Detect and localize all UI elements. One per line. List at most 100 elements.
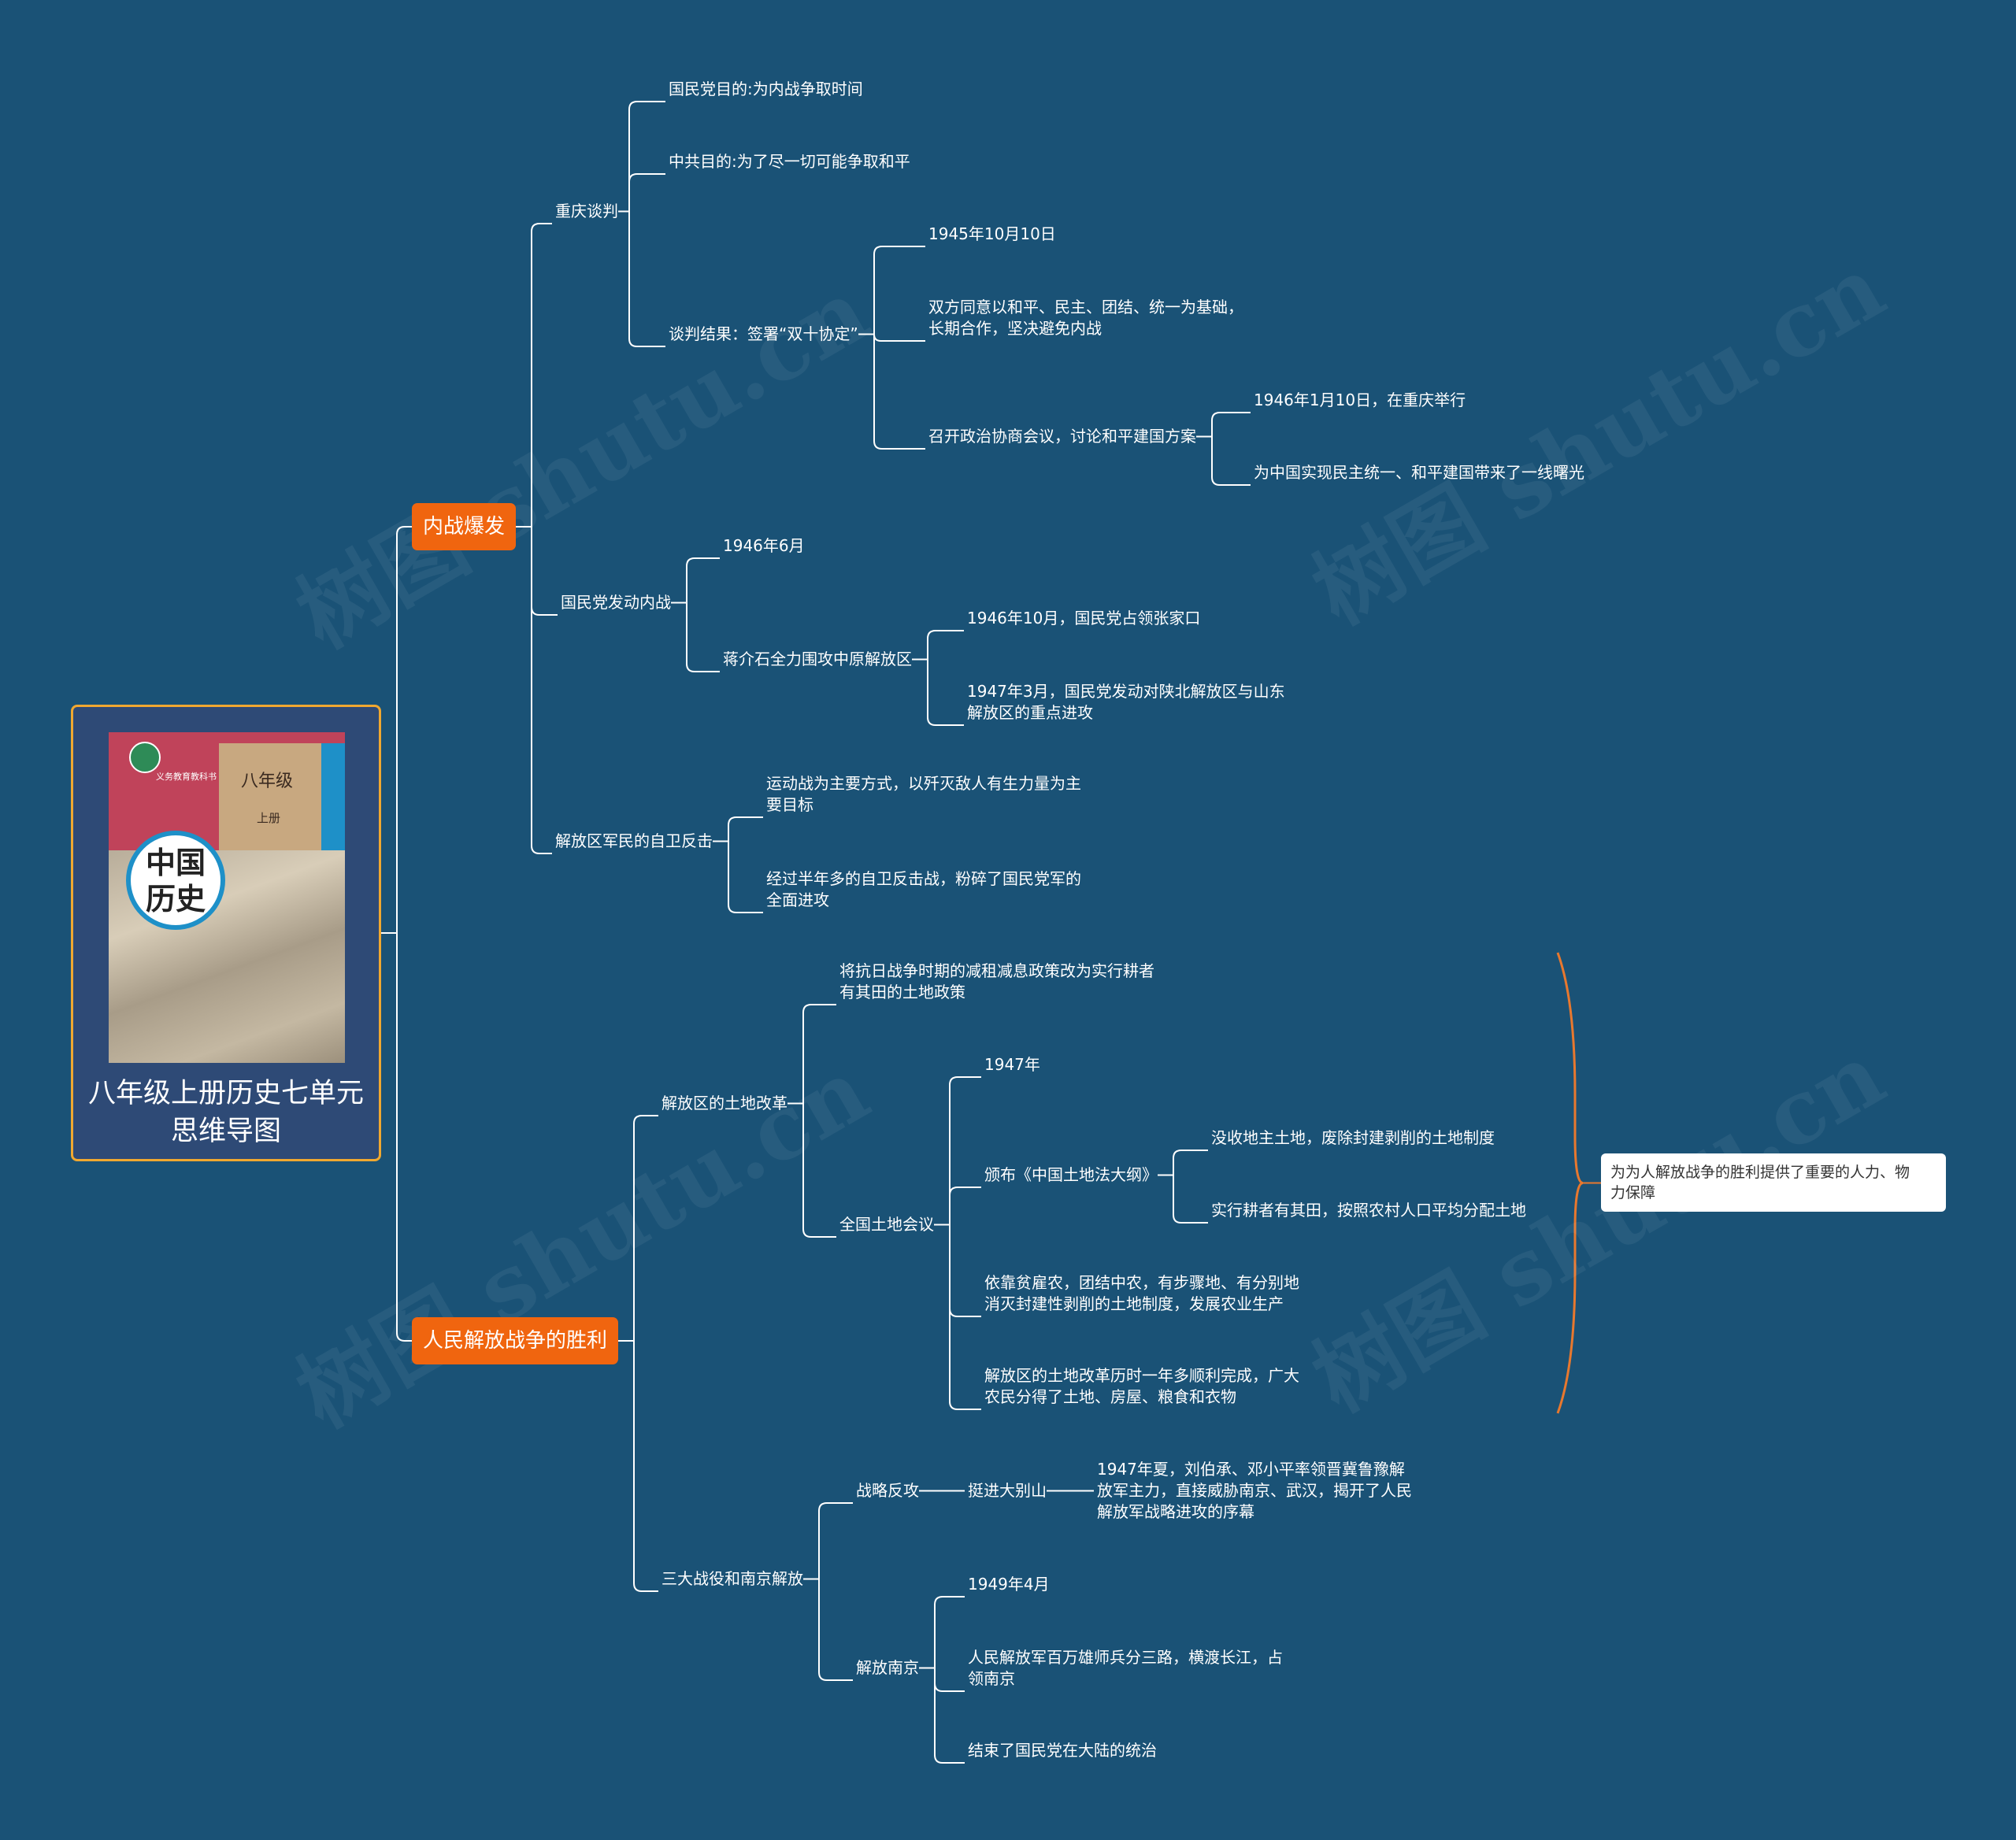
node-cpc-goal[interactable]: 中共目的:为了尽一切可能争取和平 <box>669 152 910 171</box>
connector-line <box>802 1004 836 1104</box>
cover-title-seal: 中国 历史 <box>126 831 225 930</box>
cover-grade: 八年级 <box>241 772 294 791</box>
node-end-of-kmt-rule[interactable]: 结束了国民党在大陆的统治 <box>968 1741 1157 1760</box>
node-confiscate-landlord-land[interactable]: 没收地主土地，废除封建剥削的土地制度 <box>1211 1128 1495 1147</box>
connector-line <box>873 246 925 335</box>
node-nanjing-liberation[interactable]: 解放南京 <box>856 1658 919 1677</box>
node-text-line: 领南京 <box>968 1669 1015 1688</box>
connector-line <box>873 334 925 450</box>
connector-line <box>396 933 412 1342</box>
node-text-line: 双方同意以和平、民主、团结、统一为基础， <box>928 298 1243 317</box>
node-liu-deng-army[interactable]: 1947年夏，刘伯承、邓小平率领晋冀鲁豫解 放军主力，直接威胁南京、武汉，揭开了… <box>1097 1459 1412 1523</box>
node-text-line: 有其田的土地政策 <box>839 983 965 1001</box>
connector-line <box>949 1224 981 1317</box>
node-date-1945-10-10[interactable]: 1945年10月10日 <box>928 224 1056 243</box>
branch-liberation-war-victory[interactable]: 人民解放战争的胜利 <box>412 1317 619 1364</box>
node-land-to-the-tiller[interactable]: 实行耕者有其田，按照农村人口平均分配土地 <box>1211 1201 1526 1220</box>
node-kmt-launch-war[interactable]: 国民党发动内战 <box>561 593 671 612</box>
connector-line <box>927 630 964 660</box>
connector-line <box>1173 1175 1208 1224</box>
node-kmt-goal[interactable]: 国民党目的:为内战争取时间 <box>669 80 863 98</box>
connector-line <box>949 1187 981 1225</box>
node-dabie-mountains[interactable]: 挺进大别山 <box>968 1481 1047 1500</box>
node-land-reform-completed[interactable]: 解放区的土地改革历时一年多顺利完成，广大 农民分得了土地、房屋、粮食和衣物 <box>984 1365 1299 1408</box>
node-offensive-crushed[interactable]: 经过半年多的自卫反击战，粉碎了国民党军的 全面进攻 <box>766 868 1081 911</box>
connector-line <box>1211 412 1251 437</box>
node-text-line: 1947年3月，国民党发动对陕北解放区与山东 <box>967 682 1285 701</box>
connector-line <box>818 1579 853 1681</box>
node-political-consultative-conference[interactable]: 召开政治协商会议，讨论和平建国方案 <box>928 427 1196 446</box>
node-rely-on-poor-peasants[interactable]: 依靠贫雇农，团结中农，有步骤地、有分别地 消灭封建性剥削的土地制度，发展农业生产 <box>984 1272 1299 1315</box>
connector-line <box>1173 1150 1208 1175</box>
node-land-reform[interactable]: 解放区的土地改革 <box>662 1094 788 1113</box>
node-date-1949-04[interactable]: 1949年4月 <box>968 1575 1050 1594</box>
root-title: 八年级上册历史七单元 思维导图 <box>73 1075 379 1150</box>
summary-text-line: 力保障 <box>1610 1184 1656 1201</box>
node-self-defense-counterattack[interactable]: 解放区军民的自卫反击 <box>555 831 713 850</box>
node-text-line: 解放区的土地改革历时一年多顺利完成，广大 <box>984 1366 1299 1385</box>
branch-civil-war-outbreak[interactable]: 内战爆发 <box>412 503 517 550</box>
connector-line <box>728 816 763 842</box>
node-three-campaigns-nanjing[interactable]: 三大战役和南京解放 <box>662 1569 803 1588</box>
textbook-cover-image: 义务教育教科书 八年级 上册 中国 历史 <box>109 732 345 1063</box>
connector-line <box>628 211 665 347</box>
node-text-line: 解放区的重点进攻 <box>967 703 1093 722</box>
node-mobile-warfare[interactable]: 运动战为主要方式，以歼灭敌人有生力量为主 要目标 <box>766 773 1081 816</box>
cover-volume: 上册 <box>257 811 281 825</box>
node-text-line: 经过半年多的自卫反击战，粉碎了国民党军的 <box>766 869 1081 888</box>
connector-line <box>686 602 720 672</box>
connector-line <box>927 659 964 726</box>
node-land-policy-change[interactable]: 将抗日战争时期的减租减息政策改为实行耕者 有其田的土地政策 <box>839 961 1154 1003</box>
node-land-law-outline[interactable]: 颁布《中国土地法大纲》 <box>984 1165 1158 1184</box>
summary-note[interactable]: 为为人解放战争的胜利提供了重要的人力、物 力保障 <box>1601 1153 1946 1212</box>
node-text-line: 农民分得了土地、房屋、粮食和衣物 <box>984 1387 1236 1406</box>
node-strategic-counteroffensive[interactable]: 战略反攻 <box>856 1481 919 1500</box>
connector-line <box>531 527 552 854</box>
publisher-logo-icon <box>129 742 161 773</box>
cover-title-line: 历史 <box>145 881 206 916</box>
node-text-line: 全面进攻 <box>766 890 829 909</box>
root-title-line: 八年级上册历史七单元 <box>87 1078 364 1109</box>
node-national-land-conference[interactable]: 全国土地会议 <box>839 1215 934 1234</box>
node-year-1947[interactable]: 1947年 <box>984 1055 1040 1074</box>
summary-brace <box>1556 952 1584 1414</box>
connector-line <box>728 841 763 913</box>
node-cross-yangtze[interactable]: 人民解放军百万雄师兵分三路，横渡长江，占 领南京 <box>968 1647 1283 1690</box>
connector-line <box>633 1341 658 1592</box>
connector-line <box>949 1224 981 1410</box>
connector-line <box>628 101 665 212</box>
node-chongqing-negotiation[interactable]: 重庆谈判 <box>555 202 618 220</box>
root-node[interactable]: 义务教育教科书 八年级 上册 中国 历史 八年级上册历史七单元 思维导图 <box>71 705 381 1161</box>
node-text-line: 人民解放军百万雄师兵分三路，横渡长江，占 <box>968 1648 1283 1667</box>
node-date-1946-01-10[interactable]: 1946年1月10日，在重庆举行 <box>1254 391 1466 409</box>
node-text-line: 1947年夏，刘伯承、邓小平率领晋冀鲁豫解 <box>1097 1460 1405 1479</box>
connector-line <box>686 557 720 603</box>
node-text-line: 运动战为主要方式，以歼灭敌人有生力量为主 <box>766 774 1081 793</box>
connector-line <box>531 223 552 527</box>
node-peace-agreement[interactable]: 双方同意以和平、民主、团结、统一为基础， 长期合作，坚决避免内战 <box>928 297 1243 339</box>
connector-line <box>818 1502 853 1579</box>
node-text-line: 将抗日战争时期的减租减息政策改为实行耕者 <box>839 961 1154 980</box>
node-text-line: 长期合作，坚决避免内战 <box>928 319 1102 338</box>
node-text-line: 要目标 <box>766 795 813 814</box>
node-text-line: 放军主力，直接威胁南京、武汉，揭开了人民 <box>1097 1481 1412 1500</box>
summary-text-line: 为为人解放战争的胜利提供了重要的人力、物 <box>1610 1164 1910 1181</box>
node-key-offensive[interactable]: 1947年3月，国民党发动对陕北解放区与山东 解放区的重点进攻 <box>967 681 1285 724</box>
connector-line <box>802 1103 836 1238</box>
node-negotiation-result[interactable]: 谈判结果：签署“双十协定” <box>669 324 858 343</box>
node-central-plains-attack[interactable]: 蒋介石全力围攻中原解放区 <box>723 650 912 668</box>
node-text-line: 消灭封建性剥削的土地制度，发展农业生产 <box>984 1294 1284 1313</box>
connector-line <box>934 1668 965 1764</box>
connector-line <box>633 1115 658 1341</box>
node-dawn-of-peace[interactable]: 为中国实现民主统一、和平建国带来了一线曙光 <box>1254 463 1584 482</box>
connector-line <box>934 1668 965 1692</box>
node-date-1946-06[interactable]: 1946年6月 <box>723 536 805 555</box>
node-zhangjiakou-occupied[interactable]: 1946年10月，国民党占领张家口 <box>967 609 1201 628</box>
cover-title-line: 中国 <box>145 845 206 880</box>
connector-line <box>396 526 412 933</box>
connector-line <box>1211 436 1251 486</box>
connector-line <box>628 173 665 212</box>
cover-subtitle: 义务教育教科书 <box>156 772 217 782</box>
